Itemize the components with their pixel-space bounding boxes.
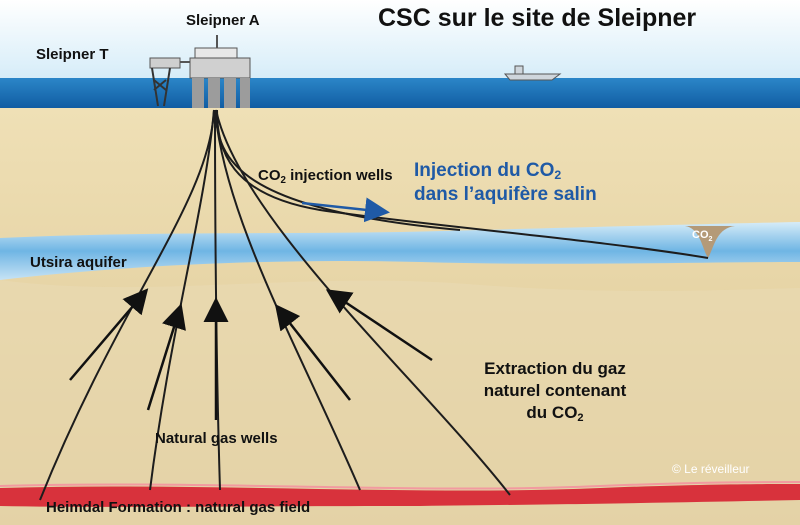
- extraction-note-line1: Extraction du gaz: [484, 359, 626, 378]
- sleipner-t-platform: [149, 57, 190, 107]
- co2-plume: [685, 226, 735, 258]
- extraction-arrows: [69, 288, 433, 420]
- utsira-aquifer-label: Utsira aquifer: [30, 254, 127, 271]
- co2-injection-wells-label: CO2 injection wells: [258, 167, 393, 186]
- extraction-note-line3: du CO2: [526, 403, 584, 424]
- sea: [0, 78, 800, 110]
- lower-sediment: [0, 280, 800, 525]
- sleipner-a-label: Sleipner A: [186, 12, 260, 29]
- utsira-aquifer-layer: [0, 222, 800, 280]
- heimdal-formation-label: Heimdal Formation : natural gas field: [46, 499, 311, 516]
- heimdal-gas-layer-highlight: [0, 481, 800, 490]
- extraction-note-line2: naturel contenant: [483, 381, 627, 400]
- sleipner-a-platform: [189, 35, 251, 108]
- injection-note-line1: Injection du CO2: [414, 160, 562, 182]
- co2-plume-label: CO2: [692, 229, 713, 243]
- diagram-title: CSC sur le site de Sleipner: [378, 4, 697, 32]
- heimdal-gas-layer: [0, 484, 800, 507]
- credit-label: © Le réveilleur: [672, 462, 750, 476]
- sleipner-t-label: Sleipner T: [36, 46, 109, 63]
- natural-gas-wells-label: Natural gas wells: [155, 430, 278, 447]
- ship: [503, 65, 562, 81]
- injection-note-line2: dans l’aquifère salin: [414, 184, 597, 205]
- sky: [0, 0, 800, 80]
- injection-arrow: [301, 197, 390, 223]
- extraction-note: Extraction du gaz naturel contenant du C…: [430, 358, 680, 429]
